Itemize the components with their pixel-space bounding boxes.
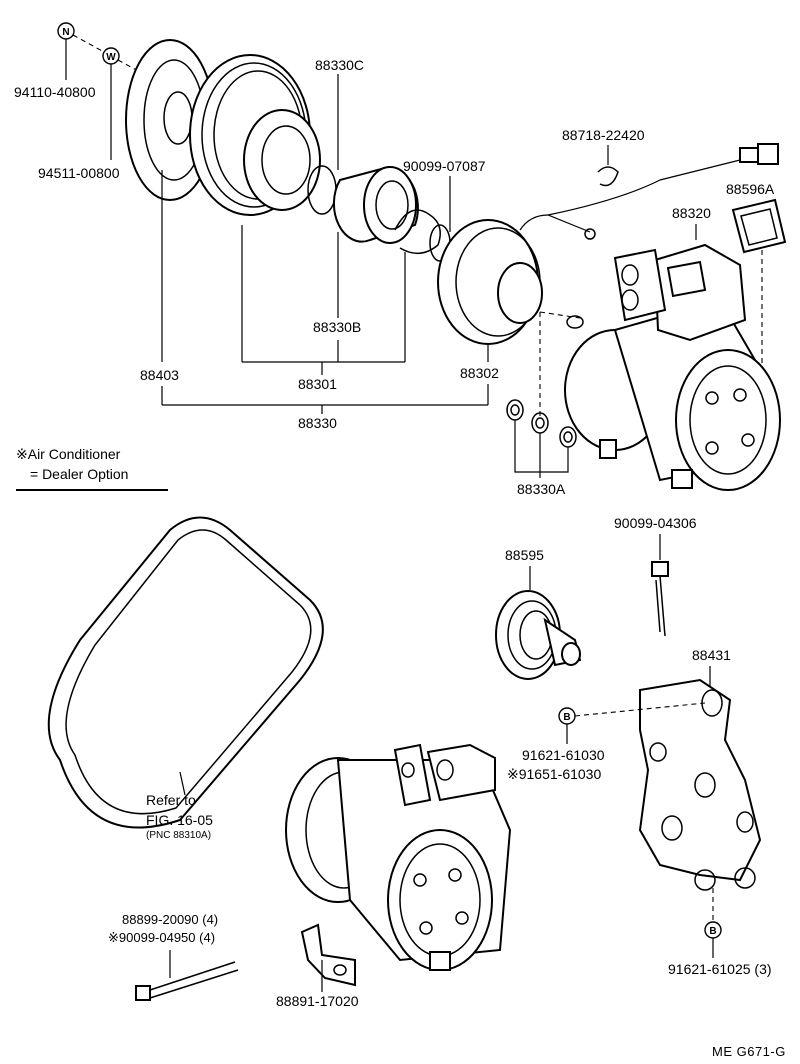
spring-clip (394, 209, 441, 254)
bolt-90099-04306 (651, 561, 669, 637)
label-88899-20090: 88899-20090 (4) (122, 912, 218, 927)
reference-figure: FIG. 16-05 (146, 812, 213, 828)
label-90099-04306: 90099-04306 (614, 515, 697, 531)
field-coil-88302 (437, 219, 543, 345)
label-88431: 88431 (692, 647, 731, 663)
idler-pulley-88595 (495, 590, 582, 680)
svg-text:B: B (563, 712, 570, 723)
coil-wire (519, 214, 591, 233)
label-88330c: 88330C (315, 57, 364, 73)
leader-v-belt (179, 771, 186, 796)
label-90099-04950: ※90099-04950 (4) (108, 930, 215, 945)
svg-text:B: B (709, 926, 716, 937)
bracket-88431 (638, 678, 762, 891)
bracket-88330a (514, 420, 569, 473)
v-belt (47, 516, 324, 829)
label-88320: 88320 (672, 205, 711, 221)
coil-lead (547, 159, 741, 216)
compressor-lower (285, 743, 512, 971)
label-88330a: 88330A (517, 481, 566, 497)
label-91651-61030: ※91651-61030 (507, 766, 601, 782)
pulley-88330c (189, 54, 321, 216)
marker-w: W (102, 47, 120, 65)
leader-shaft (539, 311, 581, 319)
gasket-88596a (731, 198, 787, 254)
label-88301: 88301 (298, 376, 337, 392)
label-88891-17020: 88891-17020 (276, 993, 359, 1009)
bracket-88891 (300, 923, 356, 987)
marker-b-upper: B (558, 707, 576, 725)
connector-plug (739, 143, 779, 165)
note-dealer-option: = Dealer Option (30, 466, 128, 482)
label-94110-40800: 94110-40800 (14, 84, 96, 100)
o-rings-88330a (506, 399, 577, 448)
label-88718-22420: 88718-22420 (562, 127, 645, 143)
note-air-conditioner: ※Air Conditioner (16, 446, 121, 462)
leader-b-upper (574, 702, 706, 717)
label-88403: 88403 (140, 367, 179, 383)
ground-terminal (584, 228, 596, 240)
label-88330: 88330 (298, 415, 337, 431)
label-88302: 88302 (460, 365, 499, 381)
marker-b-lower: B (704, 921, 722, 939)
label-91621-61025: 91621-61025 (3) (668, 961, 772, 977)
clamp-88718 (597, 166, 619, 187)
marker-n: N (57, 22, 75, 40)
svg-text:W: W (106, 52, 116, 63)
label-94511-00800: 94511-00800 (38, 165, 120, 181)
label-88596a: 88596A (726, 181, 775, 197)
label-91621-61030: 91621-61030 (522, 747, 605, 763)
reference-pnc: (PNC 88310A) (146, 830, 211, 841)
reference-refer-to: Refer to (146, 792, 196, 808)
label-88595: 88595 (505, 547, 544, 563)
label-88330b: 88330B (313, 319, 361, 335)
svg-text:N: N (62, 27, 69, 38)
diagram-code: ME G671-G (712, 1044, 786, 1059)
bearing-88330b (332, 166, 419, 244)
bolt-88899-20090 (135, 961, 239, 1001)
compressor-88320 (564, 243, 781, 491)
label-90099-07087: 90099-07087 (403, 158, 486, 174)
leader-n-w (72, 34, 105, 53)
